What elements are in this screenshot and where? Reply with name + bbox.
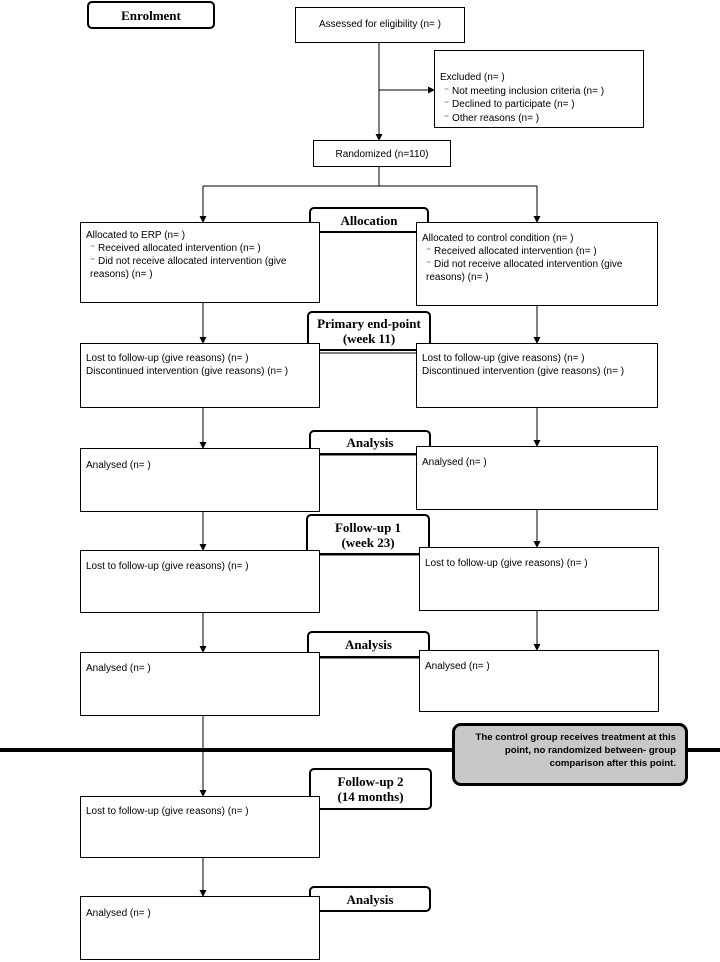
stage-primary-endpoint-line2: (week 11): [342, 331, 396, 346]
note-line: at this point, no randomized between-: [504, 732, 676, 756]
stage-followup-2-line2: (14 months): [337, 789, 404, 804]
erp-analysed-3-text: Analysed (n= ): [86, 908, 151, 919]
stage-followup-1-line2: (week 23): [341, 534, 395, 550]
erp-lost-primary-text: Lost to follow-up (give reasons) (n= ): [86, 353, 249, 364]
erp-lost-fu1-box: Lost to follow-up (give reasons) (n= ): [80, 550, 320, 613]
randomized-text: Randomized (n=110): [335, 149, 429, 160]
stage-enrolment: Enrolment: [87, 1, 215, 29]
excluded-box: Excluded (n= ) ⁻ Not meeting inclusion c…: [434, 50, 644, 128]
stage-followup-1-line1: Follow-up 1: [334, 519, 402, 535]
stage-followup-2-line1: Follow-up 2: [337, 774, 404, 789]
control-analysed-2-box: Analysed (n= ): [419, 650, 659, 712]
control-not-received-text: ⁻ Did not receive allocated intervention…: [426, 259, 623, 283]
stage-analysis-1: Analysis: [309, 430, 431, 455]
stage-analysis-3-label: Analysis: [346, 891, 394, 907]
erp-analysed-2-box: Analysed (n= ): [80, 652, 320, 716]
control-discontinued-primary-text: Discontinued intervention (give reasons)…: [422, 366, 625, 377]
control-analysed-2-text: Analysed (n= ): [425, 661, 490, 672]
erp-analysed-1-text: Analysed (n= ): [86, 460, 151, 471]
erp-received-text: ⁻ Received allocated intervention (n= ): [90, 243, 261, 254]
stage-allocation-label: Allocation: [340, 212, 398, 228]
control-received-text: ⁻ Received allocated intervention (n= ): [426, 246, 597, 257]
control-analysed-1-text: Analysed (n= ): [422, 457, 487, 468]
erp-allocated-box: Allocated to ERP (n= ) ⁻ Received alloca…: [80, 222, 320, 303]
control-lost-primary-box: Lost to follow-up (give reasons) (n= ) D…: [416, 343, 658, 408]
erp-analysed-1-box: Analysed (n= ): [80, 448, 320, 512]
stage-analysis-3: Analysis: [309, 886, 431, 912]
erp-analysed-2-text: Analysed (n= ): [86, 663, 151, 674]
excluded-item: ⁻ Not meeting inclusion criteria (n= ): [444, 85, 605, 97]
excluded-item: ⁻ Declined to participate (n= ): [444, 99, 575, 110]
stage-primary-endpoint: Primary end-point (week 11): [307, 311, 431, 351]
assessed-text: Assessed for eligibility (n= ): [319, 19, 441, 30]
note-line: group comparison after this point.: [549, 745, 676, 769]
stage-enrolment-label: Enrolment: [121, 7, 181, 23]
erp-lost-primary-box: Lost to follow-up (give reasons) (n= ) D…: [80, 343, 320, 408]
control-treatment-note: The control group receives treatment at …: [452, 723, 688, 786]
assessed-box: Assessed for eligibility (n= ): [295, 7, 465, 43]
excluded-title: Excluded (n= ): [440, 72, 505, 83]
erp-lost-fu2-text: Lost to follow-up (give reasons) (n= ): [86, 806, 249, 817]
erp-lost-fu1-text: Lost to follow-up (give reasons) (n= ): [86, 561, 249, 572]
erp-allocated-title: Allocated to ERP (n= ): [86, 230, 186, 241]
randomized-box: Randomized (n=110): [313, 140, 451, 167]
stage-analysis-1-label: Analysis: [346, 435, 394, 450]
note-line: The control group receives treatment: [475, 732, 646, 743]
erp-lost-fu2-box: Lost to follow-up (give reasons) (n= ): [80, 796, 320, 858]
erp-not-received-text: ⁻ Did not receive allocated intervention…: [90, 256, 287, 280]
stage-analysis-2-label: Analysis: [345, 637, 392, 652]
excluded-item: ⁻ Other reasons (n= ): [444, 112, 540, 124]
stage-allocation: Allocation: [309, 207, 429, 233]
stage-primary-endpoint-line1: Primary end-point: [317, 316, 421, 331]
control-lost-fu1-text: Lost to follow-up (give reasons) (n= ): [425, 558, 588, 569]
control-allocated-box: Allocated to control condition (n= ) ⁻ R…: [416, 222, 658, 306]
stage-followup-1: Follow-up 1 (week 23): [306, 514, 430, 555]
erp-discontinued-primary-text: Discontinued intervention (give reasons)…: [86, 366, 289, 377]
erp-analysed-3-box: Analysed (n= ): [80, 896, 320, 960]
control-allocated-title: Allocated to control condition (n= ): [422, 233, 574, 244]
stage-followup-2: Follow-up 2 (14 months): [309, 768, 432, 810]
control-lost-fu1-box: Lost to follow-up (give reasons) (n= ): [419, 547, 659, 611]
control-analysed-1-box: Analysed (n= ): [416, 446, 658, 510]
control-lost-primary-text: Lost to follow-up (give reasons) (n= ): [422, 353, 585, 364]
stage-analysis-2: Analysis: [307, 631, 430, 658]
